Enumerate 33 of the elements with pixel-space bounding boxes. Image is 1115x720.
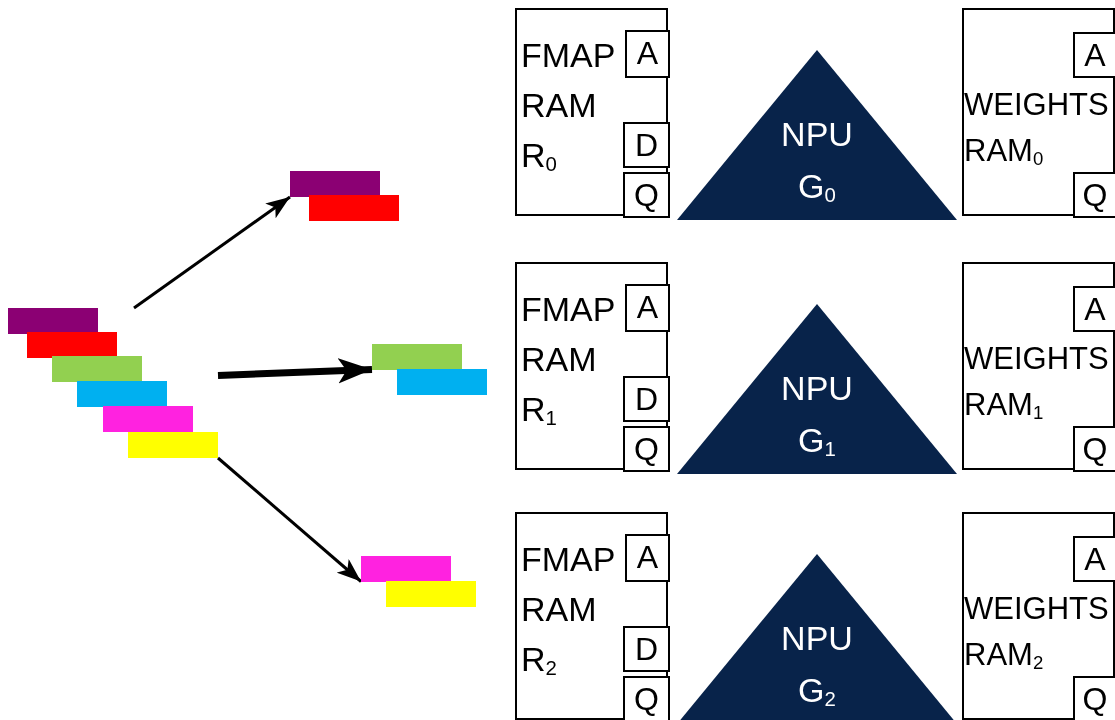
memory-label: FMAP RAM R$_{1}$ [521, 289, 616, 432]
port-label: Q [1073, 676, 1115, 720]
npu-label: NPU G$_{0}$ [780, 114, 854, 209]
port-label: A [1073, 536, 1115, 582]
arrow [217, 456, 362, 583]
port-label: Q [623, 172, 670, 218]
memory-label: FMAP RAM R$_{0}$ [521, 35, 616, 178]
port-label: A [1073, 32, 1115, 78]
port-label: A [625, 534, 670, 582]
memory-label: FMAP RAM R$_{2}$ [521, 539, 616, 682]
memory-block [962, 512, 1115, 720]
memory-block [962, 262, 1115, 470]
npu-label: NPU G$_{2}$ [780, 618, 854, 713]
port-label: Q [623, 426, 670, 472]
port-label: D [623, 122, 670, 168]
arrow [133, 195, 291, 310]
npu-label: NPU G$_{1}$ [780, 368, 854, 463]
memory-label: WEIGHTS RAM$_{0}$ [964, 86, 1110, 171]
memory-block [515, 8, 668, 216]
port-label: A [1073, 286, 1115, 332]
port-label: Q [1073, 172, 1115, 218]
memory-label: WEIGHTS RAM$_{1}$ [964, 340, 1110, 425]
arrow [217, 358, 373, 384]
port-label: A [625, 30, 670, 78]
port-label: A [625, 284, 670, 332]
memory-block [515, 512, 668, 720]
port-label: Q [623, 676, 670, 720]
port-label: Q [1073, 426, 1115, 472]
port-label: D [623, 626, 670, 672]
memory-label: WEIGHTS RAM$_{2}$ [964, 590, 1110, 675]
memory-block [515, 262, 668, 470]
port-label: D [623, 376, 670, 422]
memory-block [962, 8, 1115, 216]
